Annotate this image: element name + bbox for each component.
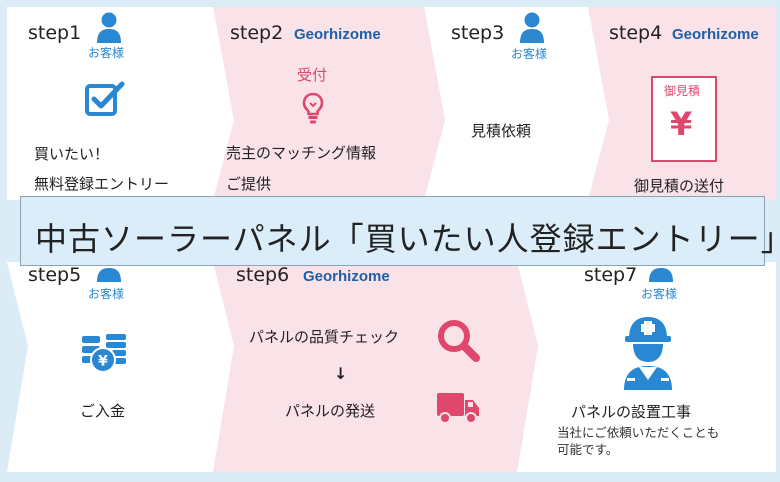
step1-actor: お客様 [88, 46, 125, 60]
panel-step3 [424, 7, 609, 200]
step7-label: step7 [584, 264, 638, 286]
step2-heading: 受付 [297, 66, 328, 84]
step3-actor: お客様 [511, 47, 548, 61]
worker-icon [624, 317, 672, 390]
yen-symbol: ¥ [670, 105, 693, 143]
step4-actor: Georhizome [672, 26, 759, 43]
step6-label: step6 [236, 264, 290, 286]
step6-down-arrow: ↓ [334, 364, 348, 383]
step1-label: step1 [28, 22, 82, 44]
step2-label: step2 [230, 22, 284, 44]
step5-label: step5 [28, 264, 82, 286]
step2-line1: 売主のマッチング情報 [226, 144, 377, 162]
yen-card-icon: 御見積 ¥ [651, 76, 717, 162]
title-banner: 中古ソーラーパネル「買いたい人登録エントリー」 [20, 196, 780, 266]
person-icon [520, 12, 544, 43]
step7-note2: 可能です。 [557, 442, 619, 457]
step7-line1: パネルの設置工事 [571, 403, 692, 421]
step6-actor: Georhizome [303, 268, 390, 285]
magnifier-icon [438, 320, 480, 362]
person-icon [97, 12, 121, 43]
panel-step6 [213, 262, 538, 472]
step1-line1: 買いたい！ [34, 145, 110, 163]
panel-step1 [7, 7, 234, 200]
truck-icon [437, 393, 479, 424]
step7-actor: お客様 [641, 287, 678, 301]
step2-actor: Georhizome [294, 26, 381, 43]
step3-line1: 見積依頼 [471, 122, 532, 140]
step5-line1: ご入金 [80, 402, 126, 420]
step7-note1: 当社にご依頼いただくことも [557, 425, 720, 440]
step6-line2: パネルの発送 [285, 402, 376, 420]
checkbox-icon [85, 81, 125, 116]
step1-line2: 無料登録エントリー [34, 175, 170, 193]
money-icon: ¥ [82, 334, 126, 373]
step6-line1: パネルの品質チェック [249, 328, 400, 346]
step4-label: step4 [609, 22, 663, 44]
step4-line1: 御見積の送付 [634, 177, 725, 195]
step2-line2: ご提供 [226, 175, 272, 193]
banner-title: 中古ソーラーパネル「買いたい人登録エントリー」 [35, 220, 780, 258]
svg-text:¥: ¥ [98, 354, 108, 370]
step4-card-title: 御見積 [664, 84, 701, 98]
lightbulb-icon [302, 92, 324, 124]
step3-label: step3 [451, 22, 505, 44]
step5-actor: お客様 [88, 287, 125, 301]
panel-step5 [7, 262, 234, 472]
panel-step2 [213, 7, 445, 200]
person-icon [649, 268, 673, 282]
person-icon [97, 268, 121, 282]
